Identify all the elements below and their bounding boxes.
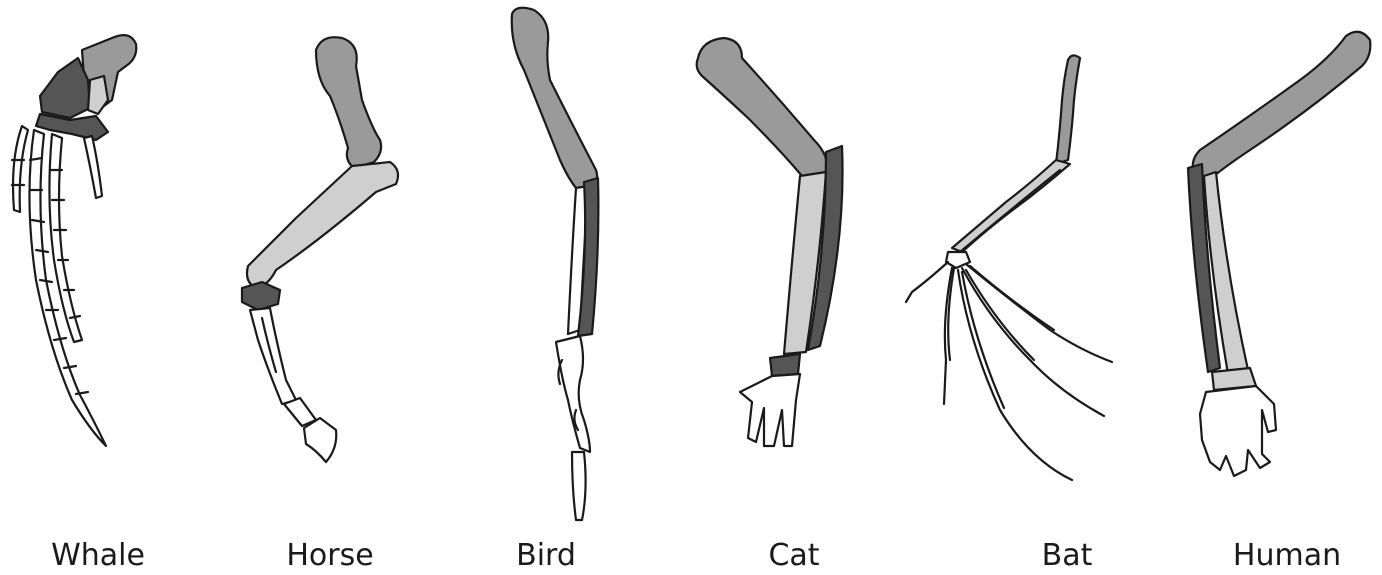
human-humerus	[1193, 32, 1371, 178]
bat-radius	[952, 160, 1070, 252]
bird-digit	[572, 452, 586, 520]
human-hand	[1200, 386, 1276, 476]
horse-humerus	[316, 37, 381, 168]
bird-wing	[512, 8, 599, 520]
bat-thumb	[906, 262, 948, 302]
label-whale: Whale	[51, 538, 145, 573]
cat-carpals	[770, 354, 800, 376]
horse-radius	[247, 162, 398, 288]
bird-carpometacarpus	[556, 336, 590, 452]
label-bat: Bat	[1042, 538, 1093, 573]
whale-digit-1	[13, 126, 28, 212]
horse-leg	[242, 37, 398, 462]
bat-ulna	[960, 170, 1060, 252]
horse-carpals	[242, 282, 280, 310]
bat-digit-5	[966, 264, 1112, 362]
bird-humerus	[512, 8, 597, 188]
cat-leg	[697, 38, 843, 446]
label-horse: Horse	[286, 538, 373, 573]
whale-ulna	[40, 58, 90, 118]
horse-hoof	[304, 418, 336, 462]
bat-digits	[906, 262, 1112, 480]
bat-wing	[906, 55, 1112, 480]
human-arm	[1188, 32, 1370, 476]
label-human: Human	[1233, 538, 1341, 573]
horse-pastern	[284, 398, 316, 426]
bat-digit-4	[962, 268, 1104, 416]
bat-humerus	[1056, 55, 1080, 164]
cat-paw	[740, 374, 800, 446]
label-bird: Bird	[516, 538, 576, 573]
cat-humerus	[697, 38, 827, 176]
label-cat: Cat	[768, 538, 819, 573]
whale-digit-4	[84, 136, 102, 198]
whale-radius	[88, 76, 108, 114]
whale-flipper	[12, 35, 136, 446]
horse-cannon	[250, 308, 296, 404]
